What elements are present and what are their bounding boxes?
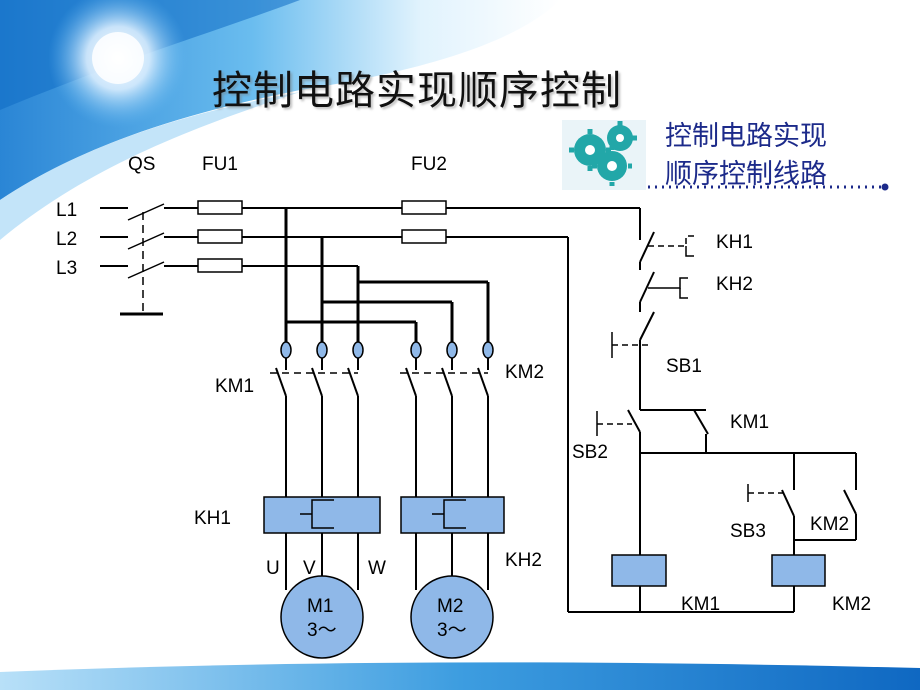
label-fu1: FU1: [202, 154, 238, 175]
coil-km1: [611, 554, 667, 587]
label-qs: QS: [128, 154, 155, 175]
label-l1: L1: [56, 200, 77, 221]
main-wires: [100, 203, 641, 612]
motor-m1-name: M1: [307, 596, 333, 617]
label-km2-aux: KM2: [810, 514, 849, 535]
fuse-fu1: [197, 200, 243, 273]
label-km2-coil: KM2: [832, 594, 871, 615]
label-terminal-v: V: [303, 558, 316, 579]
side-title-line2: 顺序控制线路: [665, 159, 827, 190]
slide-title: 控制电路实现顺序控制: [212, 68, 622, 114]
label-sb1: SB1: [666, 356, 702, 377]
label-terminal-u: U: [266, 558, 280, 579]
label-km1-aux: KM1: [730, 412, 769, 433]
label-kh1-main: KH1: [194, 508, 231, 529]
label-kh2-contact: KH2: [716, 274, 753, 295]
label-sb3: SB3: [730, 521, 766, 542]
motor-m1-spec: 3～: [307, 620, 337, 641]
overload-kh2-block: [400, 496, 505, 534]
label-km1-main: KM1: [215, 376, 254, 397]
label-kh2-main: KH2: [505, 550, 542, 571]
motor-m1: [280, 575, 364, 659]
motor-m2-spec: 3～: [437, 620, 467, 641]
label-km1-coil: KM1: [681, 594, 720, 615]
label-sb2: SB2: [572, 442, 608, 463]
label-fu2: FU2: [411, 154, 447, 175]
side-title-line1: 控制电路实现: [665, 121, 827, 152]
overload-kh1-block: [263, 496, 381, 534]
label-kh1-contact: KH1: [716, 232, 753, 253]
control-wires: [568, 230, 857, 613]
label-l2: L2: [56, 229, 77, 250]
contactor-terminals: [280, 341, 494, 359]
label-terminal-w: W: [368, 558, 386, 579]
fuse-fu2: [401, 200, 447, 244]
coil-km2: [771, 554, 826, 587]
motor-m2: [410, 575, 494, 659]
control-dashes: [596, 235, 786, 502]
label-l3: L3: [56, 258, 77, 279]
motor-m2-name: M2: [437, 596, 463, 617]
underline-dot: [881, 183, 889, 191]
gear-icon: [562, 120, 646, 190]
label-km2-main: KM2: [505, 362, 544, 383]
